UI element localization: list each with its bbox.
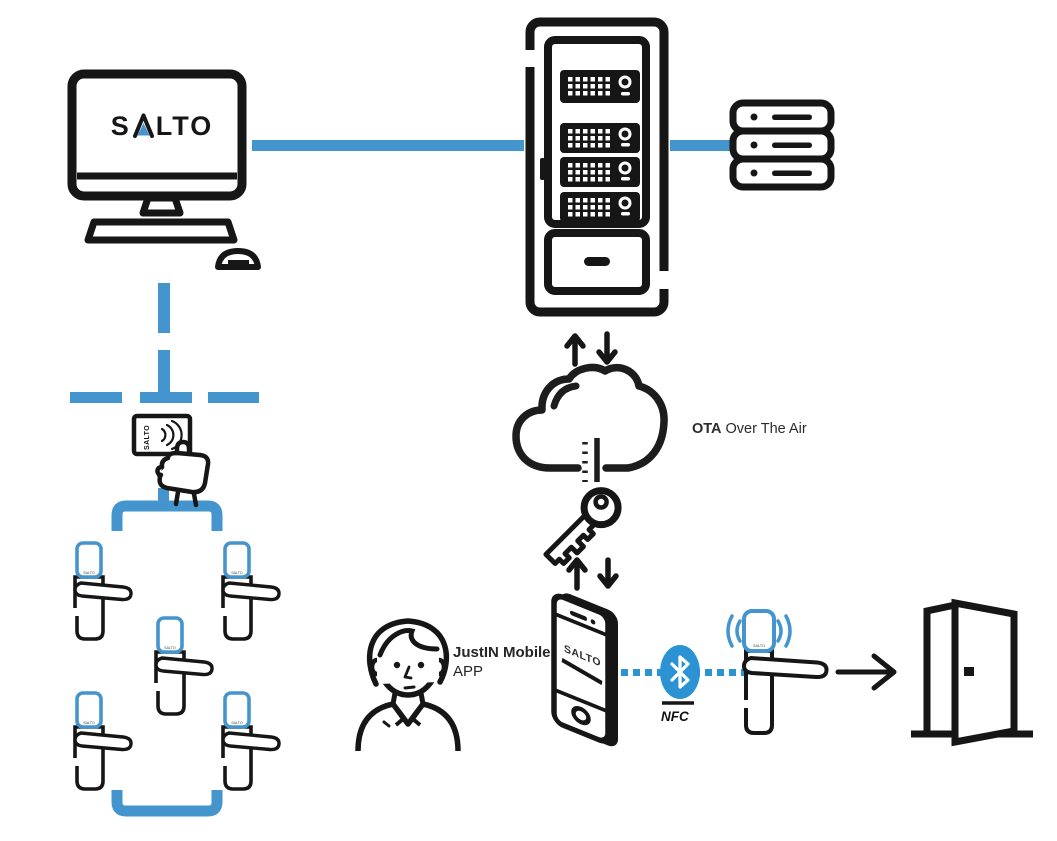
door-lock-icon: SALTO [220, 540, 286, 642]
key-icon [530, 487, 634, 567]
nfc-text: NFC [661, 709, 689, 724]
ota-abbr: OTA [692, 421, 722, 437]
ble-lock-icon: SALTO [724, 604, 836, 739]
database-icon [727, 97, 837, 197]
door-lock-icon: SALTO [153, 615, 219, 717]
up-arrow-icon [564, 333, 586, 367]
dashed-branch-segment [208, 392, 259, 403]
open-door-icon [905, 593, 1045, 747]
lock-brand: SALTO [83, 721, 95, 725]
dashed-branch-segment [70, 392, 122, 403]
dashed-branch-segment [140, 392, 192, 403]
up-arrow-icon [566, 557, 588, 591]
server-rack-icon [524, 16, 670, 318]
down-arrow-icon [597, 557, 619, 589]
smartphone-icon: SALTO [540, 578, 650, 747]
door-handle [964, 667, 974, 676]
cloud-icon [508, 360, 673, 490]
salto-logo-lto: LTO [155, 110, 214, 141]
lock-brand: SALTO [231, 571, 243, 575]
lock-brand: SALTO [231, 721, 243, 725]
lock-brand: SALTO [164, 646, 176, 650]
dashed-drop-segment [158, 350, 170, 403]
keycard-hand-icon: SALTO [126, 404, 222, 508]
bracket-stem [158, 488, 169, 504]
door-lock-icon: SALTO [72, 540, 138, 642]
right-arrow-icon [834, 650, 904, 694]
monitor-icon: S LTO [60, 66, 265, 276]
sync-arrows [560, 328, 625, 368]
app-label: JustIN Mobile APP [453, 643, 551, 681]
group-bracket-top [110, 497, 224, 535]
network-line [252, 140, 738, 151]
sync-arrows [562, 556, 627, 592]
user-icon [348, 608, 468, 753]
bluetooth-icon [659, 644, 701, 700]
salto-logo-a-icon [132, 113, 154, 138]
salto-logo: S LTO [102, 110, 222, 142]
down-arrow-icon [596, 331, 618, 365]
dashed-drop-segment [158, 283, 170, 333]
salto-logo-s: S [110, 110, 131, 141]
lock-brand: SALTO [83, 571, 95, 575]
app-word: APP [453, 663, 484, 680]
hand [155, 439, 211, 508]
keycard-brand: SALTO [144, 425, 151, 450]
app-name: JustIN Mobile [453, 644, 551, 661]
nfc-label: NFC [660, 700, 700, 726]
radio-waves-icon [726, 614, 792, 648]
lock-brand: SALTO [753, 644, 765, 648]
group-bracket-bottom [110, 786, 224, 822]
door-lock-icon: SALTO [72, 690, 138, 792]
ota-text: Over The Air [725, 421, 807, 437]
door-lock-icon: SALTO [220, 690, 286, 792]
